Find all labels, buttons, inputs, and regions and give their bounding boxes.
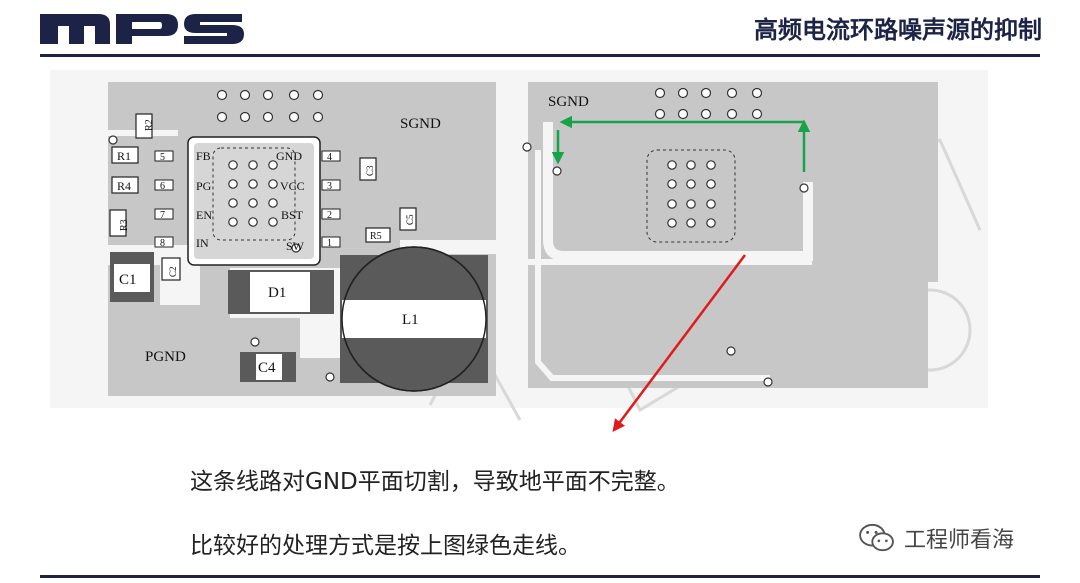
sgnd-label-left: SGND [400,116,441,132]
left-pcb: SGND PGND R1 R4 R2 R3 R5 C2 C3 C5 C1 D1 … [108,82,496,396]
c3-label: C3 [365,165,375,176]
r3-label: R3 [119,219,130,231]
pin-gnd: GND [276,149,302,163]
pin-num-3: 3 [327,181,332,192]
pin-in: IN [196,236,209,250]
c5-label: C5 [405,214,415,225]
caption-line-1: 这条线路对GND平面切割，导致地平面不完整。 [190,469,680,495]
c1-label: C1 [119,272,137,288]
wechat-watermark: 工程师看海 [858,522,1014,554]
pin-pg: PG [196,179,212,193]
red-arrow [612,254,747,433]
pin-num-7: 7 [160,210,165,221]
caption-line-2: 比较好的处理方式是按上图绿色走线。 [190,533,581,559]
r2-label: R2 [144,119,155,131]
page-title: 高频电流环路噪声源的抑制 [754,16,1042,44]
right-pcb: SGND [522,82,938,388]
pin-num-1: 1 [327,238,332,249]
mps-logo [40,10,245,50]
r4-label: R4 [117,179,131,193]
pin-num-4: 4 [327,152,332,163]
footer-divider [40,575,1040,578]
pin-num-2: 2 [327,210,332,221]
r1-label: R1 [117,149,131,163]
pin-en: EN [196,208,212,222]
sgnd-label-right: SGND [548,94,589,110]
wechat-icon [859,523,894,552]
pin-num-8: 8 [160,238,165,249]
c2-label: C2 [168,266,178,277]
pin-num-6: 6 [160,181,165,192]
pin-vcc: VCC [280,179,305,193]
pin-num-5: 5 [160,152,165,163]
green-route-arrows [551,115,811,172]
r5-label: R5 [370,231,382,242]
l1-label: L1 [402,312,419,328]
pgnd-label: PGND [145,349,186,365]
pin-sw: SW [286,239,305,253]
c4-label: C4 [258,360,276,376]
header-divider [40,54,1040,57]
pin-fb: FB [196,149,211,163]
pin-bst: BST [281,208,304,222]
d1-label: D1 [268,285,286,301]
watermark-text: 工程师看海 [904,528,1015,553]
